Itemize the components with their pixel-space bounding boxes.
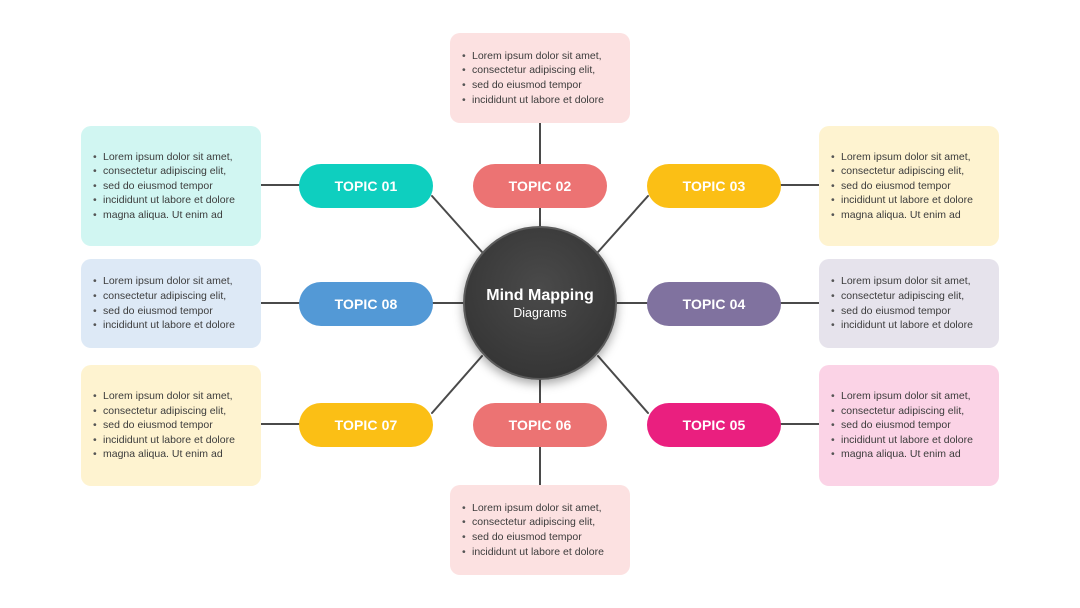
topic-08-bullet-list: Lorem ipsum dolor sit amet, consectetur …	[81, 274, 235, 332]
topic-07-bullet-list: Lorem ipsum dolor sit amet, consectetur …	[81, 389, 235, 462]
bullet-item: magna aliqua. Ut enim ad	[831, 447, 973, 462]
topic-01-text-box: Lorem ipsum dolor sit amet, consectetur …	[81, 126, 261, 246]
topic-03-text-box: Lorem ipsum dolor sit amet, consectetur …	[819, 126, 999, 246]
bullet-item: Lorem ipsum dolor sit amet,	[831, 150, 973, 165]
topic-05-bullet-list: Lorem ipsum dolor sit amet, consectetur …	[819, 389, 973, 462]
bullet-item: Lorem ipsum dolor sit amet,	[462, 49, 604, 64]
topic-06-text-box: Lorem ipsum dolor sit amet, consectetur …	[450, 485, 630, 575]
bullet-item: magna aliqua. Ut enim ad	[831, 208, 973, 223]
topic-05-pill: TOPIC 05	[647, 403, 781, 447]
bullet-item: Lorem ipsum dolor sit amet,	[93, 274, 235, 289]
bullet-item: incididunt ut labore et dolore	[93, 193, 235, 208]
bullet-item: incididunt ut labore et dolore	[462, 545, 604, 560]
bullet-item: sed do eiusmod tempor	[93, 179, 235, 194]
bullet-item: Lorem ipsum dolor sit amet,	[93, 389, 235, 404]
bullet-item: sed do eiusmod tempor	[462, 530, 604, 545]
center-node: Mind Mapping Diagrams	[463, 226, 617, 380]
topic-01-bullet-list: Lorem ipsum dolor sit amet, consectetur …	[81, 150, 235, 223]
bullet-item: sed do eiusmod tempor	[831, 179, 973, 194]
topic-04-pill: TOPIC 04	[647, 282, 781, 326]
bullet-item: incididunt ut labore et dolore	[93, 318, 235, 333]
topic-04-text-box: Lorem ipsum dolor sit amet, consectetur …	[819, 259, 999, 348]
connector-center-topic-07	[431, 355, 483, 414]
connector-center-topic-01	[431, 195, 483, 253]
topic-03-bullet-list: Lorem ipsum dolor sit amet, consectetur …	[819, 150, 973, 223]
connector-center-topic-03	[597, 195, 649, 253]
bullet-item: magna aliqua. Ut enim ad	[93, 447, 235, 462]
bullet-item: consectetur adipiscing elit,	[93, 164, 235, 179]
connector-center-topic-05	[597, 355, 649, 414]
bullet-item: magna aliqua. Ut enim ad	[93, 208, 235, 223]
topic-06-bullet-list: Lorem ipsum dolor sit amet, consectetur …	[450, 501, 604, 559]
bullet-item: sed do eiusmod tempor	[93, 304, 235, 319]
bullet-item: Lorem ipsum dolor sit amet,	[93, 150, 235, 165]
topic-04-bullet-list: Lorem ipsum dolor sit amet, consectetur …	[819, 274, 973, 332]
bullet-item: sed do eiusmod tempor	[93, 418, 235, 433]
bullet-item: incididunt ut labore et dolore	[831, 318, 973, 333]
topic-02-text-box: Lorem ipsum dolor sit amet, consectetur …	[450, 33, 630, 123]
center-subtitle: Diagrams	[513, 305, 567, 320]
bullet-item: consectetur adipiscing elit,	[93, 404, 235, 419]
bullet-item: consectetur adipiscing elit,	[462, 515, 604, 530]
bullet-item: incididunt ut labore et dolore	[93, 433, 235, 448]
topic-07-text-box: Lorem ipsum dolor sit amet, consectetur …	[81, 365, 261, 486]
topic-05-text-box: Lorem ipsum dolor sit amet, consectetur …	[819, 365, 999, 486]
bullet-item: incididunt ut labore et dolore	[831, 433, 973, 448]
topic-02-pill: TOPIC 02	[473, 164, 607, 208]
topic-03-pill: TOPIC 03	[647, 164, 781, 208]
bullet-item: consectetur adipiscing elit,	[831, 164, 973, 179]
bullet-item: consectetur adipiscing elit,	[93, 289, 235, 304]
topic-07-pill: TOPIC 07	[299, 403, 433, 447]
bullet-item: sed do eiusmod tempor	[462, 78, 604, 93]
topic-08-text-box: Lorem ipsum dolor sit amet, consectetur …	[81, 259, 261, 348]
bullet-item: incididunt ut labore et dolore	[831, 193, 973, 208]
topic-06-pill: TOPIC 06	[473, 403, 607, 447]
topic-01-pill: TOPIC 01	[299, 164, 433, 208]
bullet-item: sed do eiusmod tempor	[831, 304, 973, 319]
bullet-item: sed do eiusmod tempor	[831, 418, 973, 433]
bullet-item: Lorem ipsum dolor sit amet,	[831, 389, 973, 404]
bullet-item: consectetur adipiscing elit,	[831, 404, 973, 419]
center-title: Mind Mapping	[486, 286, 594, 304]
bullet-item: Lorem ipsum dolor sit amet,	[831, 274, 973, 289]
bullet-item: incididunt ut labore et dolore	[462, 93, 604, 108]
bullet-item: consectetur adipiscing elit,	[462, 63, 604, 78]
topic-02-bullet-list: Lorem ipsum dolor sit amet, consectetur …	[450, 49, 604, 107]
bullet-item: Lorem ipsum dolor sit amet,	[462, 501, 604, 516]
bullet-item: consectetur adipiscing elit,	[831, 289, 973, 304]
topic-08-pill: TOPIC 08	[299, 282, 433, 326]
